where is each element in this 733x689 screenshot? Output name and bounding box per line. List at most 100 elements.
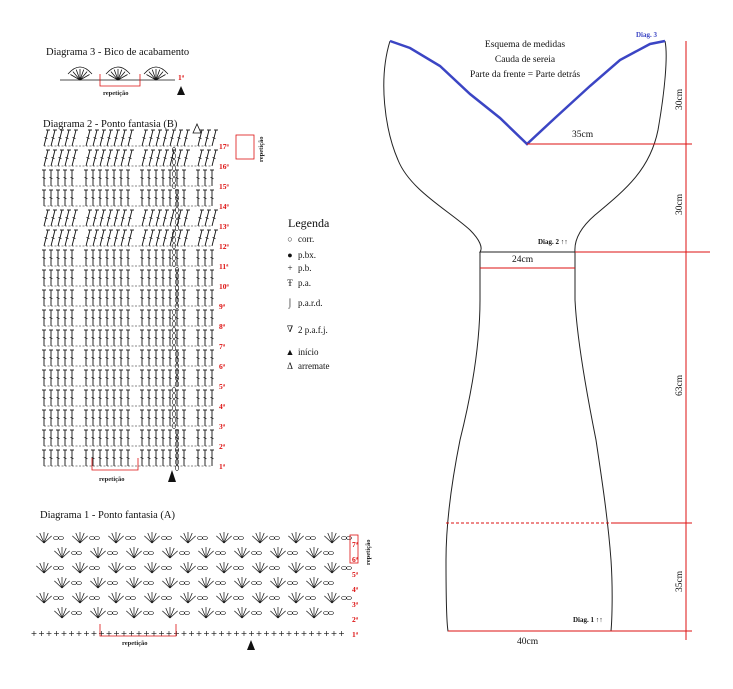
- svg-text:+: +: [166, 629, 173, 638]
- svg-text:+: +: [143, 629, 150, 638]
- diagram2-row-17: 17ª: [219, 142, 229, 151]
- diagram2-repeat-label: repetição: [99, 476, 125, 483]
- svg-text:+: +: [113, 629, 120, 638]
- svg-text:+: +: [76, 629, 83, 638]
- svg-text:+: +: [61, 629, 68, 638]
- diagram2-row-15: 15ª: [219, 182, 229, 191]
- measure-lines: [446, 41, 710, 640]
- svg-text:+: +: [31, 629, 38, 638]
- svg-text:+: +: [263, 629, 270, 638]
- svg-text:+: +: [46, 629, 53, 638]
- diagram1-repeat-label: repetição: [122, 640, 148, 647]
- svg-text:+: +: [151, 629, 158, 638]
- diagram3-repeat-label: repetição: [103, 90, 129, 97]
- diagram2-chart: [42, 123, 255, 482]
- svg-text:+: +: [226, 629, 233, 638]
- diagram2-row-16: 16ª: [219, 162, 229, 171]
- svg-text:+: +: [308, 629, 315, 638]
- width-24cm: 24cm: [512, 255, 534, 265]
- svg-text:+: +: [98, 629, 105, 638]
- legend-label: arremate: [298, 361, 330, 371]
- svg-text:+: +: [121, 629, 128, 638]
- svg-text:+: +: [256, 629, 263, 638]
- legend-item-1: ○corr.: [285, 234, 314, 244]
- diagram1-row-4: 4ª: [352, 585, 358, 594]
- svg-text:+: +: [338, 629, 345, 638]
- svg-text:+: +: [301, 629, 308, 638]
- legend-symbol-icon: +: [287, 263, 293, 273]
- legend-item-5: ⌡p.a.r.d.: [285, 298, 322, 308]
- legend-symbol-icon: Δ: [287, 361, 293, 371]
- legend-label: início: [298, 347, 319, 357]
- svg-text:+: +: [91, 629, 98, 638]
- legend-label: p.b.: [298, 263, 312, 273]
- diagram1-row-6: 6ª: [352, 555, 358, 564]
- svg-text:+: +: [211, 629, 218, 638]
- svg-text:+: +: [173, 629, 180, 638]
- svg-text:+: +: [128, 629, 135, 638]
- legend-symbol-icon: ●: [287, 250, 293, 260]
- svg-text:+: +: [203, 629, 210, 638]
- diagram2-row-6: 6ª: [219, 362, 225, 371]
- legend-symbol-icon: ⌡: [287, 298, 293, 308]
- diag1-label: Diag. 1 ↑↑: [573, 616, 603, 624]
- width-40cm: 40cm: [517, 637, 539, 647]
- diagram2-row-13: 13ª: [219, 222, 229, 231]
- legend-label: p.bx.: [298, 250, 316, 260]
- svg-text:+: +: [38, 629, 45, 638]
- svg-text:+: +: [136, 629, 143, 638]
- diagram1-chart: ++++++++++++++++++++++++++++++++++++++++…: [31, 532, 359, 650]
- svg-text:+: +: [293, 629, 300, 638]
- diagram2-title: Diagrama 2 - Ponto fantasia (B): [43, 119, 178, 130]
- diagram1-row-5: 5ª: [352, 570, 358, 579]
- legend-item-2: ● p.bx.: [285, 250, 316, 260]
- svg-text:+: +: [53, 629, 60, 638]
- schema-title: Esquema de medidas: [484, 40, 566, 50]
- diagram2-row-3: 3ª: [219, 422, 225, 431]
- legend-label: p.a.: [298, 278, 311, 288]
- diagram2-row-12: 12ª: [219, 242, 229, 251]
- schema-note: Parte da frente = Parte detrás: [469, 70, 581, 80]
- diagram2-row-8: 8ª: [219, 322, 225, 331]
- svg-text:+: +: [158, 629, 165, 638]
- svg-text:+: +: [218, 629, 225, 638]
- legend-item-3: + p.b.: [285, 263, 312, 273]
- legend-symbol-icon: ○: [287, 234, 293, 244]
- legend-item-7: ▲início: [285, 347, 319, 357]
- legend-label: 2 p.a.f.j.: [298, 324, 328, 335]
- svg-text:+: +: [241, 629, 248, 638]
- svg-text:+: +: [316, 629, 323, 638]
- diagram1-row-3: 3ª: [352, 600, 358, 609]
- legend-symbol-icon: ▲: [285, 347, 295, 357]
- legend-symbol-icon: Ŧ: [287, 278, 293, 288]
- diagram1-row-1: 1ª: [352, 630, 358, 639]
- svg-text:+: +: [68, 629, 75, 638]
- svg-text:+: +: [188, 629, 195, 638]
- svg-text:+: +: [106, 629, 113, 638]
- diag2-label: Diag. 2 ↑↑: [538, 238, 568, 246]
- diagram1-row-7: 7ª: [352, 540, 358, 549]
- legend-title: Legenda: [288, 216, 330, 230]
- diagram1-title: Diagrama 1 - Ponto fantasia (A): [40, 510, 175, 521]
- svg-text:+: +: [331, 629, 338, 638]
- schema-subtitle: Cauda de sereia: [494, 55, 556, 65]
- diagram3-title: Diagrama 3 - Bico de acabamento: [46, 47, 190, 58]
- width-35cm: 35cm: [572, 130, 594, 140]
- diagram2-row-4: 4ª: [219, 402, 225, 411]
- legend-item-6: ∇ 2 p.a.f.j.: [285, 324, 328, 335]
- svg-text:+: +: [233, 629, 240, 638]
- svg-text:+: +: [278, 629, 285, 638]
- diagram2-row-1: 1ª: [219, 462, 225, 471]
- diagram2-row-9: 9ª: [219, 302, 225, 311]
- legend-symbol-icon: ∇: [286, 324, 294, 334]
- svg-text:+: +: [323, 629, 330, 638]
- diagram2-row-11: 11ª: [219, 262, 229, 271]
- diagram2-row-10: 10ª: [219, 282, 229, 291]
- svg-text:+: +: [248, 629, 255, 638]
- svg-text:+: +: [286, 629, 293, 638]
- svg-text:+: +: [181, 629, 188, 638]
- diagram1-row-2: 2ª: [352, 615, 358, 624]
